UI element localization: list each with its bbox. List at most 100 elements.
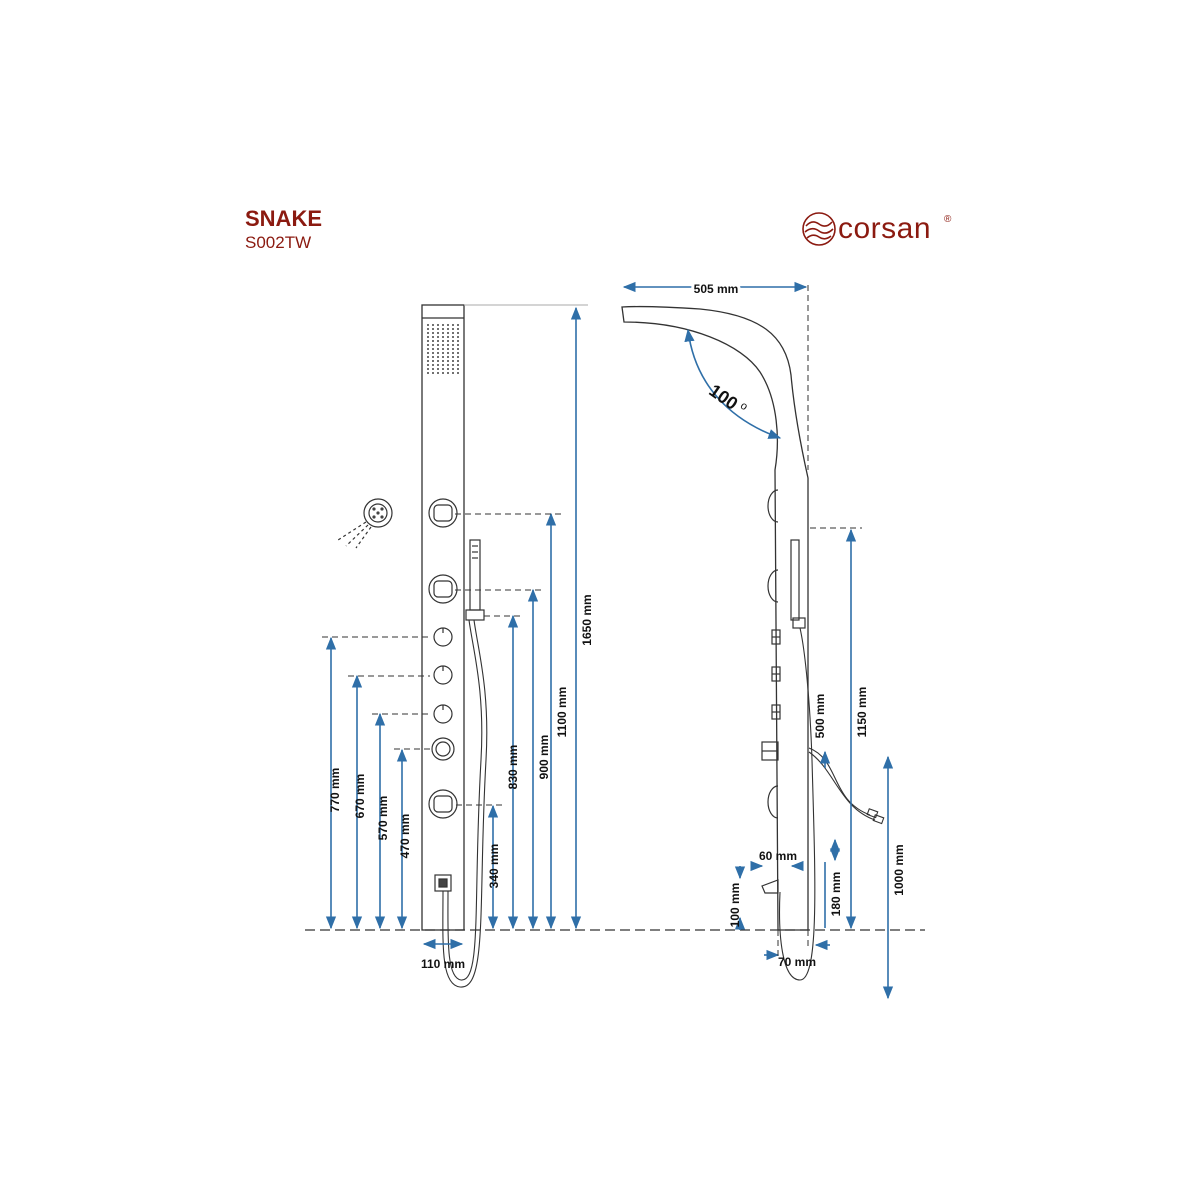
nozzle-dot <box>452 360 454 362</box>
nozzle-dot <box>457 328 459 330</box>
nozzle-dot <box>437 356 439 358</box>
nozzle-dot <box>457 356 459 358</box>
nozzle-dot <box>447 332 449 334</box>
nozzle-dot <box>452 364 454 366</box>
nozzle-dot <box>447 344 449 346</box>
nozzle-dot <box>427 332 429 334</box>
thermostat-knob <box>431 737 455 761</box>
nozzle-dot <box>447 372 449 374</box>
corsan-wave-logo-icon <box>802 212 836 246</box>
side-hose <box>779 627 816 981</box>
nozzle-dot <box>432 336 434 338</box>
nozzle-dot <box>447 352 449 354</box>
dim-knob-4-height: 470 mm <box>398 814 412 859</box>
nozzle-dot <box>442 348 444 350</box>
nozzle-dot <box>437 340 439 342</box>
nozzle-dot <box>442 328 444 330</box>
nozzle-dot <box>457 324 459 326</box>
front-extension-lines <box>322 304 588 806</box>
nozzle-dot <box>452 332 454 334</box>
product-code: S002TW <box>245 233 312 252</box>
nozzle-dot <box>442 324 444 326</box>
nozzle-dot <box>457 372 459 374</box>
dim-head-angle-unit: o <box>738 400 750 413</box>
nozzle-dot <box>447 356 449 358</box>
body-jet-detail-icon <box>337 498 393 549</box>
side-knobs <box>761 629 781 761</box>
nozzle-dot <box>427 328 429 330</box>
dim-hose-length: 500 mm <box>813 694 827 739</box>
nozzle-dot <box>442 344 444 346</box>
nozzle-dot <box>427 324 429 326</box>
nozzle-dot <box>457 332 459 334</box>
nozzle-dot <box>452 368 454 370</box>
front-dimension-lines <box>325 306 582 950</box>
product-name: SNAKE <box>245 206 323 231</box>
nozzle-dot <box>427 368 429 370</box>
dim-lower-jet-height: 340 mm <box>487 844 501 889</box>
nozzle-dot <box>457 368 459 370</box>
nozzle-dot <box>452 372 454 374</box>
nozzle-dot <box>447 336 449 338</box>
dim-holder-height: 830 mm <box>506 745 520 790</box>
nozzle-dot <box>427 364 429 366</box>
nozzle-dot <box>437 364 439 366</box>
side-hand-shower <box>790 539 806 629</box>
nozzle-dot <box>432 364 434 366</box>
control-knob-3 <box>433 704 453 724</box>
nozzle-dot <box>457 364 459 366</box>
nozzle-dot <box>427 360 429 362</box>
front-panel <box>421 304 465 931</box>
nozzle-dot <box>427 356 429 358</box>
nozzle-dot <box>442 364 444 366</box>
brand-name: corsan <box>838 212 932 245</box>
body-jet-lower <box>428 789 458 819</box>
dim-knob-1-height: 770 mm <box>328 768 342 813</box>
nozzle-dot <box>447 328 449 330</box>
nozzle-dot <box>447 368 449 370</box>
nozzle-dot <box>447 348 449 350</box>
nozzle-dot <box>437 360 439 362</box>
nozzle-dot <box>432 332 434 334</box>
hose-outlet <box>434 874 452 892</box>
nozzle-dot <box>437 372 439 374</box>
nozzle-dot <box>437 368 439 370</box>
nozzle-dot <box>432 352 434 354</box>
nozzle-dot <box>437 336 439 338</box>
dim-depth: 70 mm <box>778 955 816 969</box>
registered-mark: ® <box>944 214 952 225</box>
nozzle-dot <box>457 352 459 354</box>
dim-upper-body: 1150 mm <box>855 687 869 738</box>
nozzle-dot <box>432 372 434 374</box>
dim-spout-reach: 60 mm <box>759 849 797 863</box>
nozzle-dot <box>447 364 449 366</box>
nozzle-dot <box>457 348 459 350</box>
nozzle-dot <box>432 340 434 342</box>
dim-spout-height: 100 mm <box>728 883 742 928</box>
dim-knob-2-height: 670 mm <box>353 774 367 819</box>
nozzle-dot <box>432 348 434 350</box>
nozzle-dot <box>432 360 434 362</box>
dim-middle-jet-height: 900 mm <box>537 735 551 780</box>
dim-knob-3-height: 570 mm <box>376 796 390 841</box>
nozzle-dot <box>452 328 454 330</box>
nozzle-dot <box>457 336 459 338</box>
nozzle-dot <box>442 360 444 362</box>
nozzle-dot <box>447 360 449 362</box>
nozzle-dot <box>437 328 439 330</box>
nozzle-dot <box>432 324 434 326</box>
nozzle-dot <box>442 336 444 338</box>
nozzle-dot <box>447 340 449 342</box>
side-body-jets <box>767 489 779 819</box>
nozzle-dot <box>427 336 429 338</box>
hand-shower <box>465 539 485 621</box>
nozzle-dot <box>437 324 439 326</box>
nozzle-dot <box>452 340 454 342</box>
nozzle-dot <box>432 356 434 358</box>
dim-head-angle-value: 100 <box>705 380 741 414</box>
shower-hose-front <box>442 619 488 988</box>
nozzle-dot <box>452 324 454 326</box>
nozzle-dot <box>437 344 439 346</box>
dim-hose-connection: 180 mm <box>829 872 843 917</box>
